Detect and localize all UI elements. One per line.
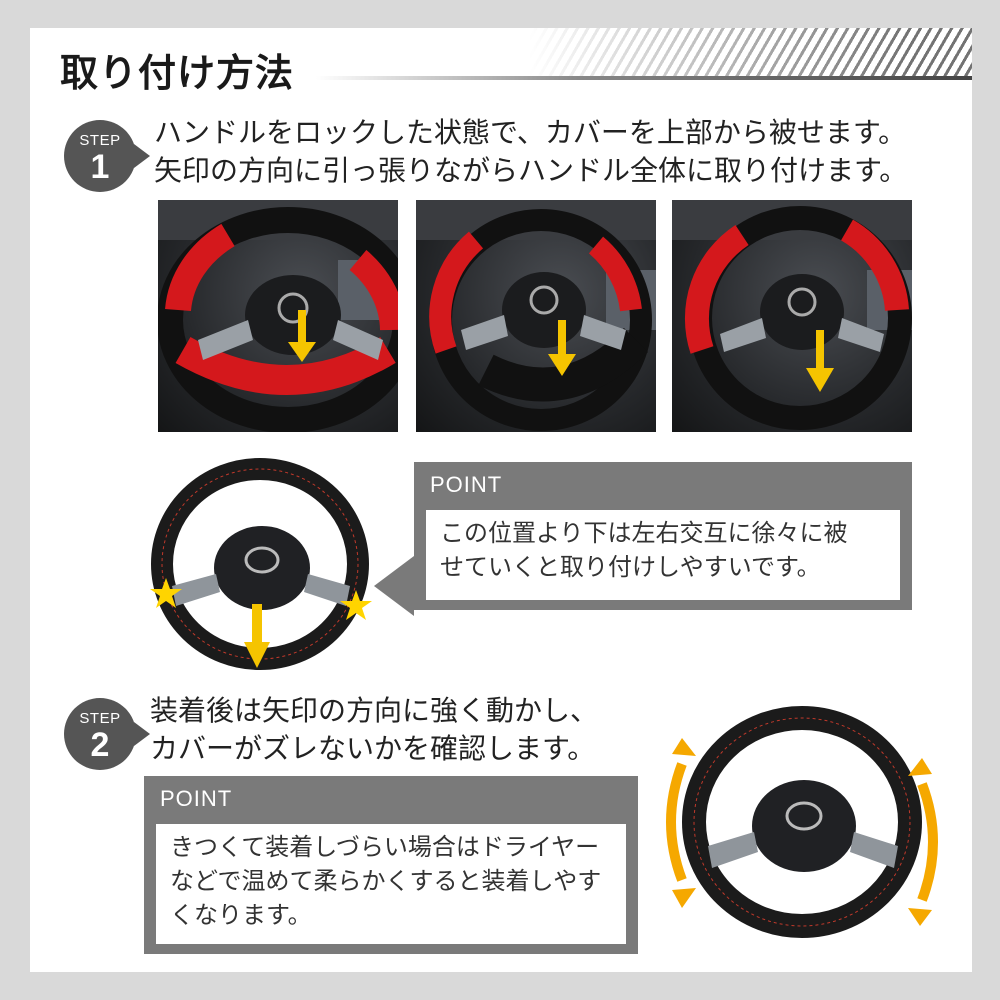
- step-2-point-box: POINT きつくて装着しづらい場合はドライヤー などで温めて柔らかくすると装着…: [144, 776, 638, 954]
- step-2-word: STEP: [79, 710, 121, 727]
- rotate-arrow-icon: [666, 738, 696, 908]
- title-bar: 取り付け方法: [30, 28, 972, 104]
- step-1-photo-2: [416, 200, 656, 432]
- step-2-text-line-2: カバーがズレないかを確認します。: [150, 732, 596, 765]
- title-stripes: [530, 28, 972, 80]
- steering-wheel-photo-1: [158, 200, 398, 432]
- step-2-badge-tail: [134, 722, 150, 746]
- step-2-point-line-2: などで温めて柔らかくすると装着しやす: [170, 867, 602, 895]
- step-1-point-label: POINT: [430, 472, 503, 497]
- step-1-point-content: この位置より下は左右交互に徐々に被 せていくと取り付けしやすいです。: [426, 510, 900, 600]
- step-2-point-line-3: くなります。: [170, 901, 312, 929]
- step-1-badge: STEP 1: [64, 120, 150, 192]
- emblem-icon: [785, 801, 823, 831]
- step-2-wheel-diagram: [666, 706, 938, 938]
- step-2-badge: STEP 2: [64, 698, 150, 770]
- step-1-point-box: POINT この位置より下は左右交互に徐々に被 せていくと取り付けしやすいです。: [414, 462, 912, 610]
- star-icon: [340, 590, 372, 620]
- step-2-text-line-1: 装着後は矢印の方向に強く動かし、: [150, 694, 599, 727]
- star-icon: [150, 578, 182, 608]
- step-2-point-line-1: きつくて装着しづらい場合はドライヤー: [170, 833, 600, 861]
- instruction-card: 取り付け方法 STEP 1 ハンドルをロックした状態で、カバーを上部から被せます…: [30, 28, 972, 972]
- point-pointer: [374, 556, 414, 616]
- step-1-text-line-2: 矢印の方向に引っ張りながらハンドル全体に取り付けます。: [154, 154, 908, 187]
- step-1-wheel-diagram: [150, 458, 372, 670]
- title-underline: [316, 76, 972, 80]
- step-1-number: 1: [90, 148, 110, 186]
- rotate-arrow-icon: [908, 758, 938, 926]
- emblem-icon: [244, 546, 280, 574]
- step-2-point-content: きつくて装着しづらい場合はドライヤー などで温めて柔らかくすると装着しやす くな…: [156, 824, 626, 944]
- steering-wheel-photo-3: [672, 200, 912, 430]
- step-1-point-line-1: この位置より下は左右交互に徐々に被: [440, 519, 848, 547]
- step-1-badge-tail: [134, 144, 150, 168]
- steering-wheel-photo-2: [416, 200, 656, 431]
- step-1-photo-1: [158, 200, 398, 432]
- step-1-point-line-2: せていくと取り付けしやすいです。: [440, 553, 821, 581]
- step-1-word: STEP: [79, 132, 121, 149]
- step-1-photo-3: [672, 200, 912, 432]
- step-2-point-label: POINT: [160, 786, 233, 811]
- step-1-text-line-1: ハンドルをロックした状態で、カバーを上部から被せます。: [154, 116, 907, 149]
- step-2-number: 2: [90, 726, 110, 764]
- page-title: 取り付け方法: [60, 51, 295, 95]
- down-arrow-icon: [252, 604, 262, 644]
